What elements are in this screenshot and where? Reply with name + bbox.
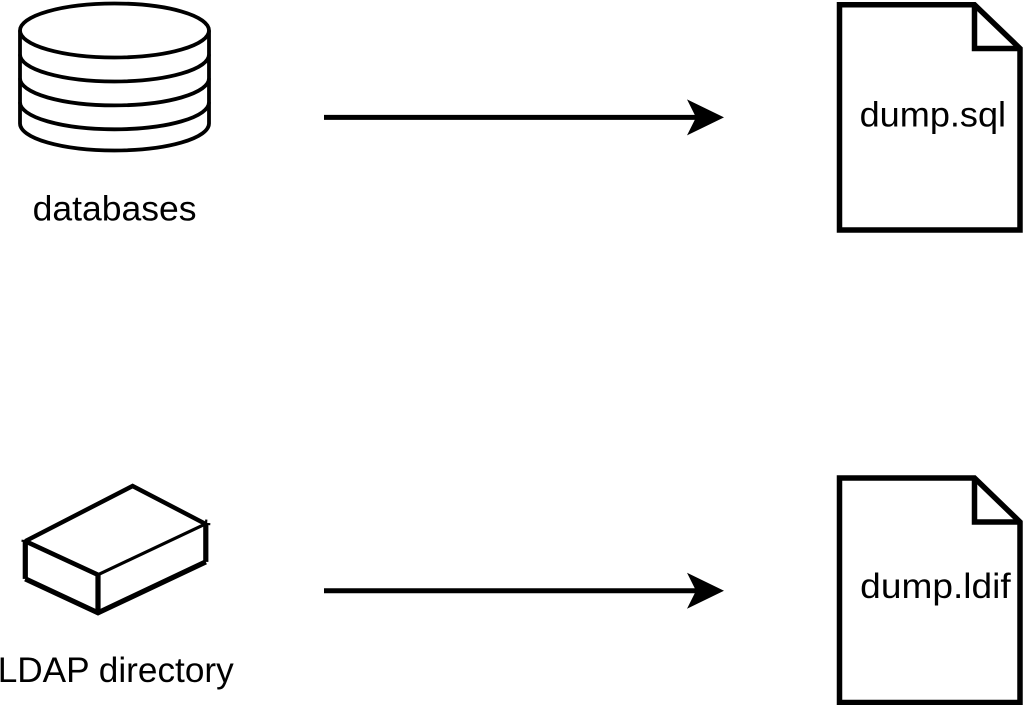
svg-text:dump.sql: dump.sql (860, 96, 1007, 135)
svg-text:dump.ldif: dump.ldif (860, 567, 1011, 606)
svg-text:databases: databases (33, 190, 197, 229)
svg-text:LDAP directory: LDAP directory (0, 651, 234, 690)
